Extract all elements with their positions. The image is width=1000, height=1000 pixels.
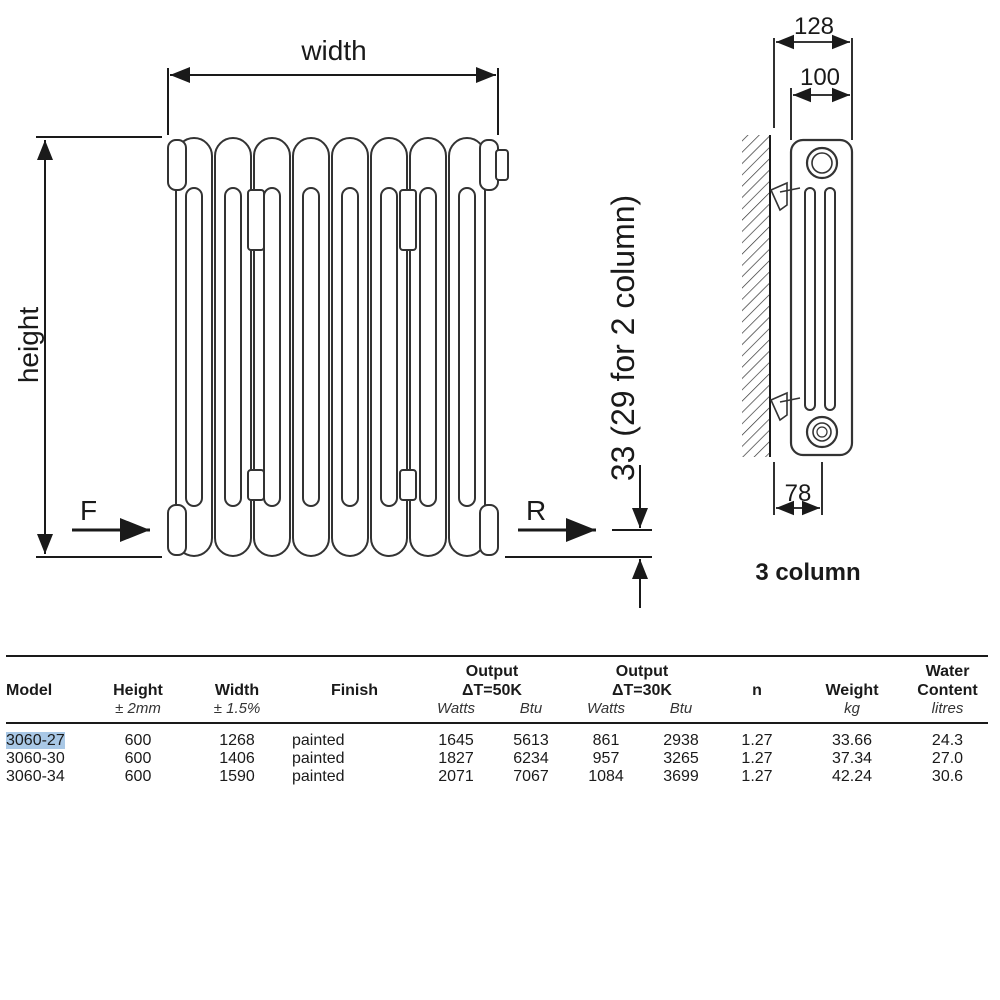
cell-model[interactable]: 3060-34	[6, 768, 65, 785]
radiator-columns	[175, 137, 486, 557]
cell-watts-30: 957	[592, 750, 620, 767]
cell-model[interactable]: 3060-30	[6, 750, 65, 767]
cell-height: 600	[124, 732, 152, 749]
top-bracket	[769, 181, 788, 212]
cell-finish: painted	[292, 768, 345, 785]
table-row: 3060-27 600 1268 painted 1645 5613 861 2…	[6, 723, 988, 750]
cell-height: 600	[124, 768, 152, 785]
depth-total-label: 128	[794, 13, 834, 40]
cell-n: 1.27	[741, 732, 773, 749]
cell-weight: 37.34	[831, 750, 873, 767]
cell-width: 1590	[219, 768, 255, 785]
cell-n: 1.27	[741, 768, 773, 785]
cell-width: 1406	[219, 750, 255, 767]
unit-btu-30: Btu	[645, 700, 717, 724]
return-indicator: R	[518, 495, 596, 542]
height-label: height	[13, 307, 44, 384]
cell-btu-50: 5613	[513, 732, 549, 749]
header-height: Height	[94, 655, 182, 700]
radiator-column-inner	[263, 187, 281, 507]
radiator-column-inner	[380, 187, 398, 507]
cell-weight: 33.66	[831, 732, 873, 749]
header-n: n	[717, 655, 797, 700]
width-label: width	[300, 35, 366, 66]
table-row: 3060-34 600 1590 painted 2071 7067 1084 …	[6, 768, 988, 786]
unit-weight: kg	[797, 700, 907, 724]
cell-watts-50: 1645	[438, 732, 474, 749]
wall-hatch	[742, 135, 770, 457]
return-label: R	[526, 495, 546, 526]
radiator-drawing: width height F R 33 (29 for	[13, 13, 861, 608]
radiator-column-inner	[458, 187, 476, 507]
unit-btu-50: Btu	[495, 700, 567, 724]
side-view: 128 100 78 3 column	[742, 13, 861, 586]
unit-height: ± 2mm	[94, 700, 182, 724]
unit-watts-50: Watts	[417, 700, 495, 724]
bottom-bracket	[769, 391, 788, 422]
cell-water: 30.6	[931, 768, 964, 785]
bleed-valve	[495, 149, 509, 181]
radiator-column-inner	[185, 187, 203, 507]
offset-dimension: 33 (29 for 2 column)	[505, 195, 652, 608]
unit-water: litres	[907, 700, 988, 724]
cell-btu-30: 3699	[663, 768, 699, 785]
radiator-column-inner	[302, 187, 320, 507]
cell-height: 600	[124, 750, 152, 767]
cell-model[interactable]: 3060-27	[6, 732, 65, 749]
radiator-section	[789, 138, 854, 457]
cell-water: 27.0	[931, 750, 964, 767]
flow-indicator: F	[72, 495, 150, 542]
cell-watts-50: 1827	[438, 750, 474, 767]
header-weight: Weight	[797, 655, 907, 700]
cell-watts-30: 1084	[588, 768, 624, 785]
offset-label: 33 (29 for 2 column)	[605, 195, 641, 481]
cell-btu-30: 3265	[663, 750, 699, 767]
cell-btu-50: 7067	[513, 768, 549, 785]
units-row: ± 2mm ± 1.5% Watts Btu Watts Btu kg litr…	[6, 700, 988, 724]
cell-btu-30: 2938	[663, 732, 699, 749]
flow-label: F	[80, 495, 97, 526]
depth-bracket-label: 78	[785, 480, 812, 507]
cell-width: 1268	[219, 732, 255, 749]
cell-watts-30: 861	[592, 732, 620, 749]
header-model: Model	[6, 655, 94, 700]
cell-btu-50: 6234	[513, 750, 549, 767]
cell-finish: painted	[292, 732, 345, 749]
wall-brackets-front	[247, 189, 417, 501]
cell-weight: 42.24	[831, 768, 873, 785]
end-caps	[167, 139, 509, 556]
height-dimension: height	[13, 136, 162, 558]
header-width: Width	[182, 655, 292, 700]
radiator-column-inner	[224, 187, 242, 507]
depth-inner-label: 100	[800, 64, 840, 91]
cell-water: 24.3	[931, 732, 964, 749]
cell-watts-50: 2071	[438, 768, 474, 785]
radiator-column-inner	[341, 187, 359, 507]
column-type-label: 3 column	[755, 559, 860, 586]
cell-n: 1.27	[741, 750, 773, 767]
header-finish: Finish	[292, 655, 417, 700]
table-row: 3060-30 600 1406 painted 1827 6234 957 3…	[6, 750, 988, 768]
unit-width: ± 1.5%	[182, 700, 292, 724]
cell-finish: painted	[292, 750, 345, 767]
width-dimension: width	[167, 35, 499, 135]
radiator-column-inner	[419, 187, 437, 507]
unit-watts-30: Watts	[567, 700, 645, 724]
